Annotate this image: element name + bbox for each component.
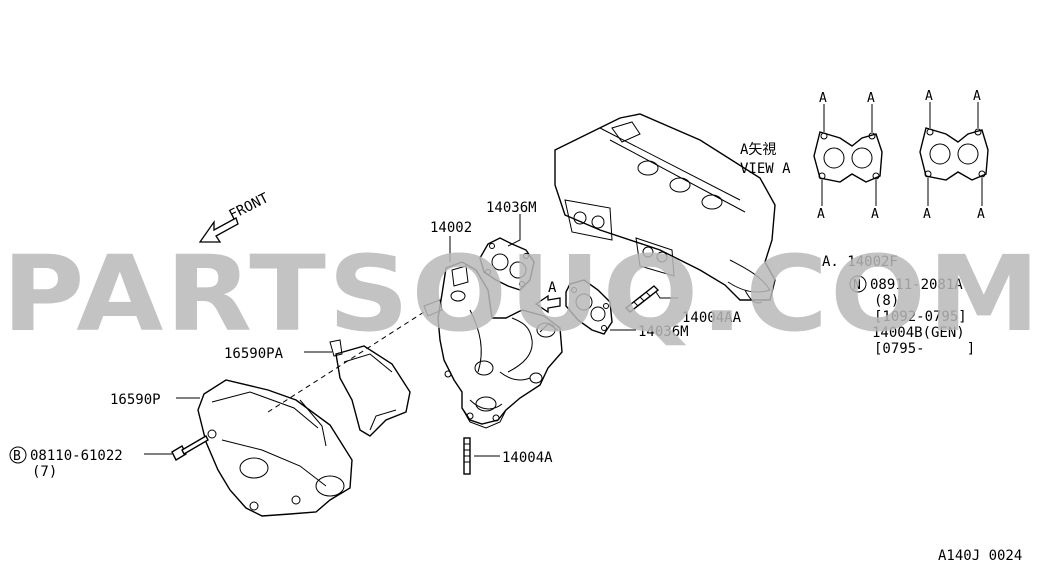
stud-date-range: [0795- ] [874,341,975,357]
assembly-line [267,311,425,413]
stud-14004a [463,437,471,475]
front-label: FRONT [227,190,272,224]
gasket-14036m-top [479,237,535,291]
view-a-en-label: VIEW A [740,161,791,177]
point-a-label: A [871,207,879,222]
gasket-14036m-bottom [565,279,613,335]
view-a-arrow: A [534,280,561,314]
point-a-label: A [817,207,825,222]
bolt-part-number: 08110-61022 [30,448,123,464]
exhaust-manifold [423,261,563,429]
n-symbol: N [853,278,861,293]
bolt-callout: B 08110-61022 (7) [9,446,123,480]
point-a-label: A [819,91,827,106]
nut-quantity: (8) [874,293,899,309]
cylinder-head [554,113,776,304]
view-a-arrow-label: A [548,280,557,296]
label-14004a: 14004A [502,450,553,466]
nut-part-number: 08911-2081A [870,277,963,293]
label-14002f: A. 14002F [822,254,898,270]
leader-14004aa [655,291,678,299]
stud-gen-label: 14004B(GEN) [872,325,965,341]
b-symbol-circle [9,446,27,464]
point-a-label: A [867,91,875,106]
label-14036m-top: 14036M [486,200,537,216]
bolt-08110-61022 [171,435,209,461]
right-callout-block: A. 14002F N 08911-2081A (8) [1092-0795] … [822,254,975,357]
bolt-quantity: (7) [32,464,57,480]
label-16590pa: 16590PA [224,346,284,362]
label-14002: 14002 [430,220,472,236]
point-a-label: A [925,89,933,104]
stud-14004aa [624,285,660,313]
label-14036m-bottom: 14036M [638,324,689,340]
heat-insulator-16590p [197,379,353,517]
view-a-gasket-right: A A A A [919,89,989,222]
label-14004aa: 14004AA [682,310,742,326]
leader-14036m-top [507,214,521,247]
point-a-label: A [973,89,981,104]
heat-insulator-16590pa [329,339,411,437]
figure-code: A140J 0024 [938,548,1022,564]
watermark: PARTSOUQ.COM [2,233,1042,355]
point-a-label: A [977,207,985,222]
view-a-gasket-left: A A A A [813,91,883,222]
n-symbol-circle [849,275,867,293]
nut-date-range: [1092-0795] [874,309,967,325]
label-16590p: 16590P [110,392,161,408]
point-a-label: A [923,207,931,222]
b-symbol: B [13,449,21,464]
view-a-jp-label: A矢視 [740,142,776,158]
